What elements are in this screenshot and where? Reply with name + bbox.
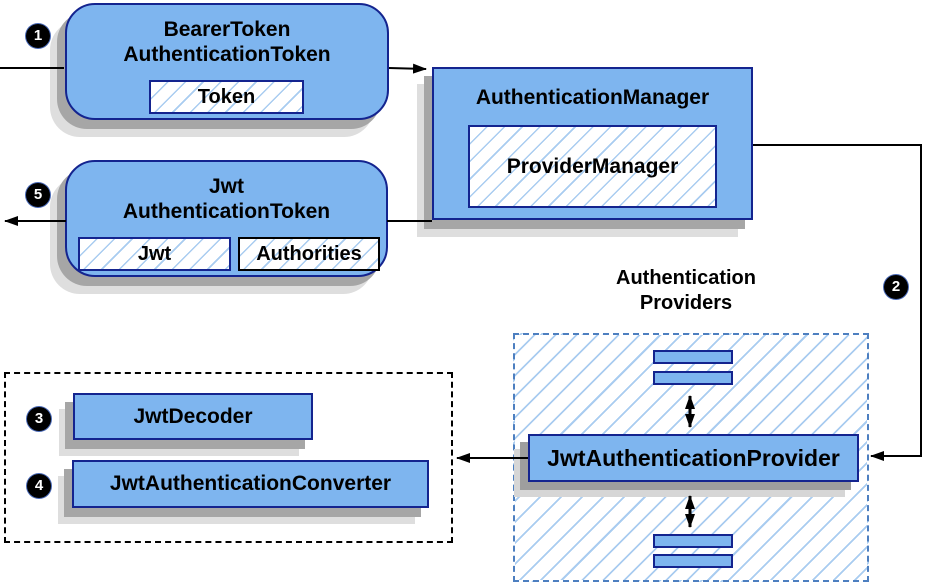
step-1-badge: 1: [26, 24, 50, 48]
token-chip: Token: [149, 80, 304, 114]
jwt-chip-label: Jwt: [137, 242, 172, 265]
authorities-chip: Authorities: [238, 237, 380, 271]
provider-stub-bar-2: [653, 371, 733, 385]
jwt-authentication-converter-box: JwtAuthenticationConverter: [72, 460, 429, 508]
step-4-badge: 4: [27, 474, 51, 498]
bearer-token-title-line2: AuthenticationToken: [123, 43, 331, 66]
provider-manager-chip-label: ProviderManager: [506, 154, 679, 178]
jwt-decoder-box: JwtDecoder: [73, 393, 313, 440]
jwt-token-title-line1: Jwt: [208, 175, 244, 198]
token-chip-label: Token: [197, 85, 256, 108]
authentication-providers-label: Authentication Providers: [580, 266, 792, 316]
authorities-chip-label: Authorities: [256, 242, 362, 265]
authentication-manager-box: AuthenticationManager ProviderManager: [432, 67, 753, 220]
authentication-manager-title: AuthenticationManager: [475, 86, 710, 109]
jwt-token-title-line2: AuthenticationToken: [122, 200, 331, 223]
provider-manager-chip: ProviderManager: [468, 125, 717, 208]
jwt-authentication-provider-box: JwtAuthenticationProvider: [528, 434, 859, 482]
authentication-providers-label-line1: Authentication: [616, 267, 756, 289]
provider-stub-bar-4: [653, 554, 733, 568]
authentication-providers-group: JwtAuthenticationProvider: [513, 333, 869, 582]
step-5-badge: 5: [26, 183, 50, 207]
jwt-authentication-provider-label: JwtAuthenticationProvider: [547, 445, 840, 471]
jwt-decoder-label: JwtDecoder: [133, 405, 253, 428]
decoder-converter-group: JwtDecoder JwtAuthenticationConverter: [4, 372, 453, 543]
step-3-badge: 3: [27, 407, 51, 431]
step-2-badge: 2: [884, 275, 908, 299]
jwt-chip: Jwt: [78, 237, 231, 271]
bearer-token-title-line1: BearerToken: [163, 18, 291, 41]
authentication-providers-label-line2: Providers: [639, 292, 733, 314]
jwt-authentication-converter-label: JwtAuthenticationConverter: [109, 472, 392, 495]
jwt-authentication-token-box: Jwt AuthenticationToken Jwt Authorities: [65, 160, 388, 277]
provider-stub-bar-1: [653, 350, 733, 364]
arrow-bearer-to-manager: [388, 63, 427, 74]
bearer-token-authentication-token-box: BearerToken AuthenticationToken Token: [65, 3, 389, 120]
provider-stub-bar-3: [653, 534, 733, 548]
